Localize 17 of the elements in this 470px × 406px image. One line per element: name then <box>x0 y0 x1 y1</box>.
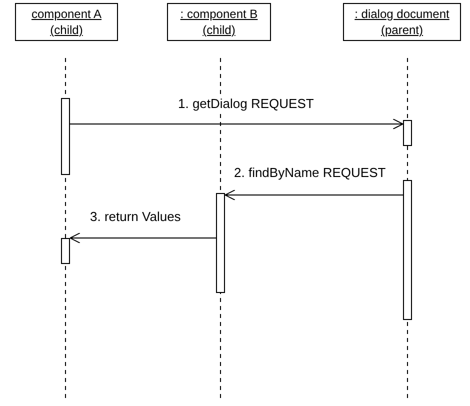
object-name: : dialog document <box>354 6 450 22</box>
activation-bar <box>61 98 70 175</box>
activation-bar <box>403 180 412 320</box>
message-arrow <box>224 190 404 200</box>
object-box <box>343 3 461 41</box>
object-box <box>15 3 118 41</box>
object-name: component A <box>31 6 102 22</box>
object-name: (parent) <box>380 22 424 38</box>
object-name: (child) <box>50 22 83 38</box>
activation-bar <box>61 238 70 264</box>
activation-bar <box>403 120 412 146</box>
activation-bar <box>216 193 225 293</box>
object-name: : component B <box>180 6 258 22</box>
object-box <box>167 3 271 41</box>
message-arrow <box>70 232 216 244</box>
object-name: (child) <box>202 22 236 38</box>
message-arrow <box>70 118 404 130</box>
